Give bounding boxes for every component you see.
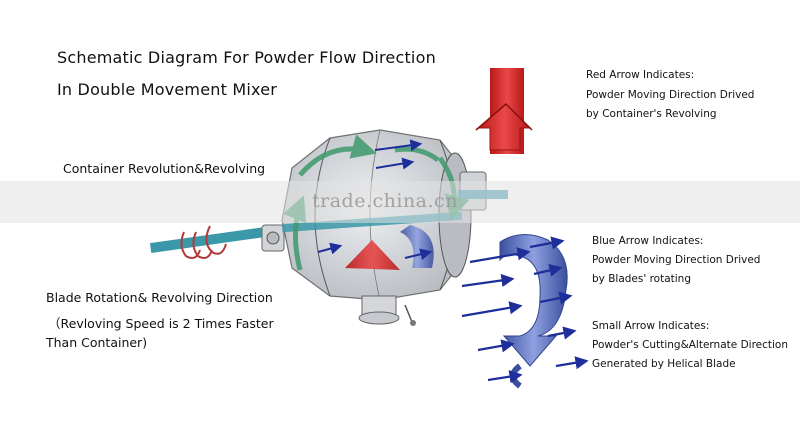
blade-label-line1: Blade Rotation& Revolving Direction	[46, 290, 273, 305]
small-arrow-icons	[461, 236, 589, 384]
watermark-band	[0, 181, 800, 223]
red-legend-title: Red Arrow Indicates:	[586, 69, 695, 81]
blade-label-line3: Than Container)	[46, 335, 148, 350]
blade-label-line2: （Revloving Speed is 2 Times Faster	[48, 316, 274, 331]
blue-legend-line2: Powder Moving Direction Drived	[592, 254, 761, 266]
small-legend-line2: Powder's Cutting&Alternate Direction	[592, 339, 788, 351]
blue-legend-line3: by Blades' rotating	[592, 273, 692, 285]
small-legend-line3: Generated by Helical Blade	[592, 358, 736, 370]
inner-red-arrow	[345, 240, 400, 270]
watermark-text: trade.china.cn	[312, 190, 458, 212]
diagram-subtitle: In Double Movement Mixer	[57, 80, 278, 99]
red-legend-line3: by Container's Revolving	[586, 108, 717, 120]
inner-small-arrows	[317, 139, 433, 261]
red-legend-line2: Powder Moving Direction Drived	[586, 89, 755, 101]
red-arrow-icon	[475, 68, 533, 154]
blade-rotation-arrows	[180, 225, 227, 259]
diagram-title: Schematic Diagram For Powder Flow Direct…	[57, 48, 436, 67]
small-legend-title: Small Arrow Indicates:	[592, 320, 710, 332]
blue-legend-title: Blue Arrow Indicates:	[592, 235, 704, 247]
blue-helical-arrow-icon	[499, 234, 568, 389]
container-label: Container Revolution&Revolving	[63, 161, 266, 176]
